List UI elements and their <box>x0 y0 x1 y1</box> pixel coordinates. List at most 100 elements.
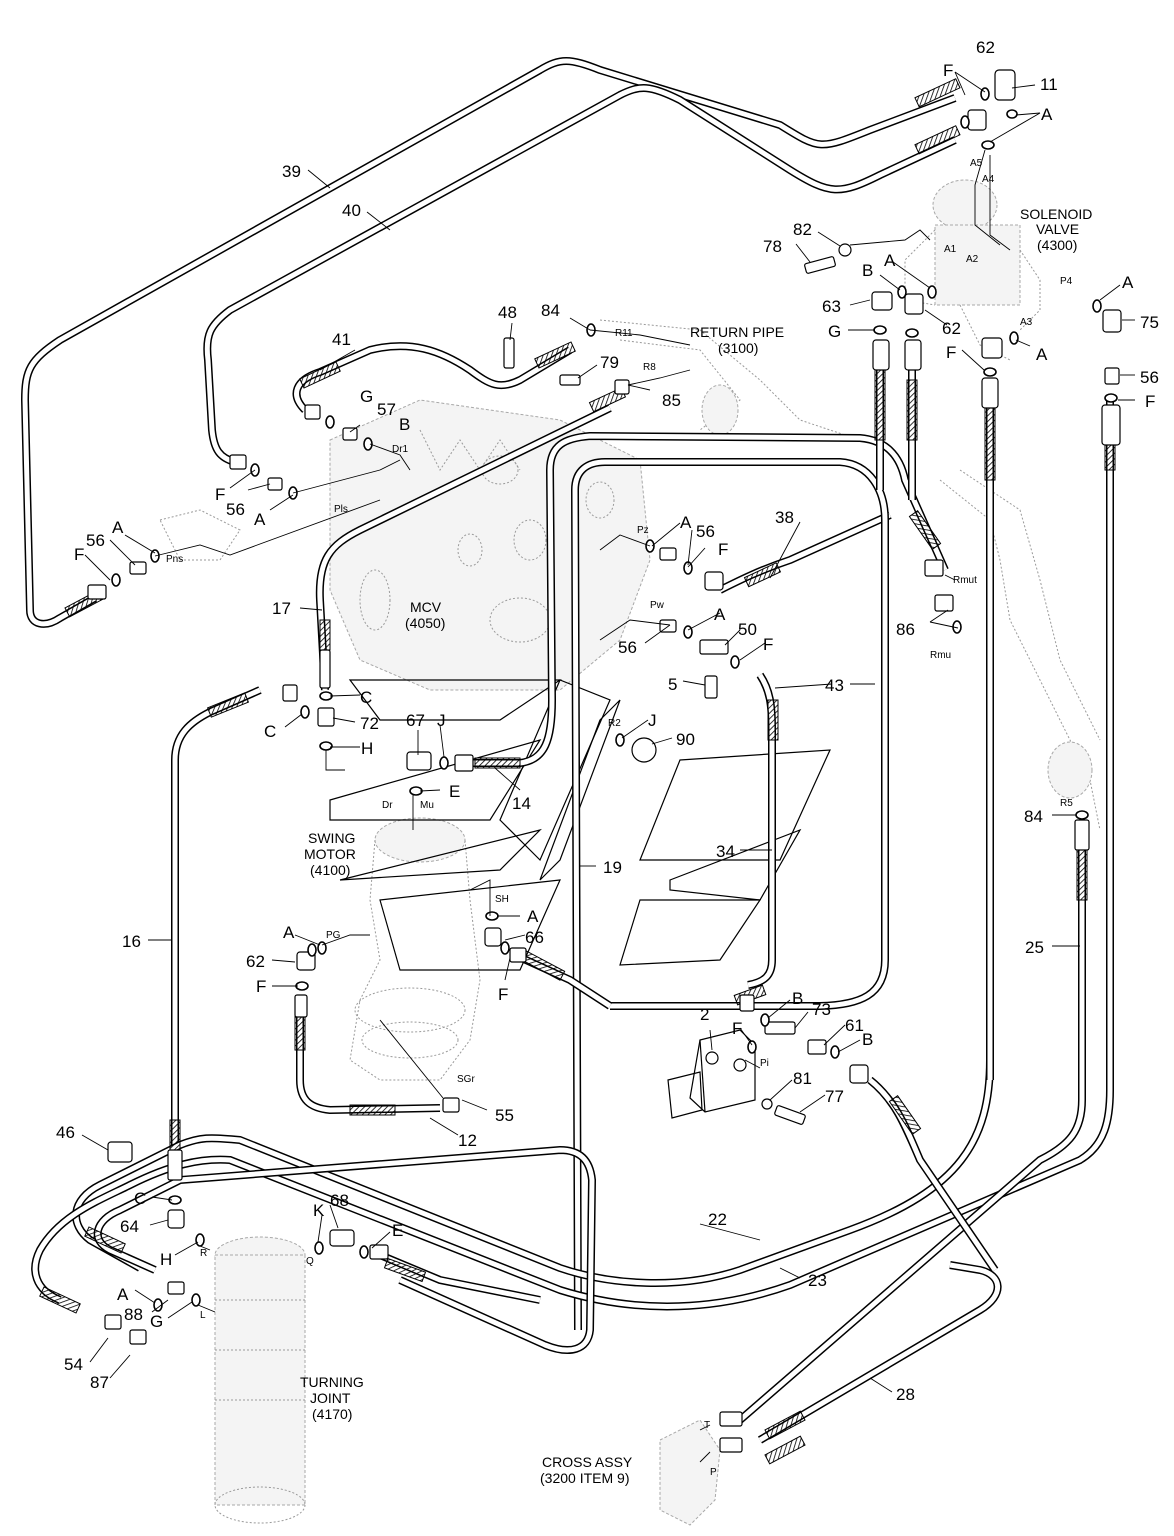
label-72: 72 <box>360 714 379 733</box>
label-84a: 84 <box>541 301 560 320</box>
turning-joint-label: TURNING <box>300 1374 364 1390</box>
port-P4: P4 <box>1060 276 1073 287</box>
letter-A: A <box>117 1285 129 1304</box>
turning-joint-body <box>214 1236 306 1524</box>
solenoid-valve-label: SOLENOID <box>1020 206 1092 222</box>
port-Pz: Pz <box>637 525 649 536</box>
cross-assy-label: (3200 ITEM 9) <box>540 1470 629 1486</box>
letter-A: A <box>254 510 266 529</box>
label-61: 61 <box>845 1016 864 1035</box>
label-50: 50 <box>738 620 757 639</box>
port-A1: A1 <box>944 244 957 255</box>
letter-F: F <box>498 985 508 1004</box>
label-63: 63 <box>822 297 841 316</box>
label-54: 54 <box>64 1355 83 1374</box>
label-64: 64 <box>120 1217 139 1236</box>
port-SH: SH <box>495 894 509 905</box>
letter-A: A <box>283 923 295 942</box>
letter-G: G <box>150 1312 163 1331</box>
return-pipe-label: RETURN PIPE <box>690 324 784 340</box>
port-R: R <box>200 1248 207 1259</box>
label-2: 2 <box>700 1005 709 1024</box>
label-16: 16 <box>122 932 141 951</box>
label-38: 38 <box>775 508 794 527</box>
port-R8: R8 <box>643 362 656 373</box>
label-14: 14 <box>512 794 531 813</box>
solenoid-valve-label: (4300) <box>1037 237 1077 253</box>
label-5: 5 <box>668 675 677 694</box>
mcv-body <box>159 399 651 691</box>
label-34: 34 <box>716 842 735 861</box>
label-56a: 56 <box>1140 368 1159 387</box>
fittings <box>87 69 1122 1453</box>
letter-A: A <box>527 907 539 926</box>
port-PG: PG <box>326 930 341 941</box>
letter-F: F <box>74 545 84 564</box>
port-Q: Q <box>306 1256 314 1267</box>
port-Dr1: Dr1 <box>392 444 409 455</box>
label-78: 78 <box>763 237 782 256</box>
solenoid-valve-label: VALVE <box>1036 221 1079 237</box>
label-79: 79 <box>600 353 619 372</box>
leader-lines <box>81 71 1135 1463</box>
swing-motor-label: MOTOR <box>304 846 356 862</box>
label-41: 41 <box>332 330 351 349</box>
label-81: 81 <box>793 1069 812 1088</box>
letter-E: E <box>449 782 460 801</box>
port-Rmu: Rmu <box>930 650 951 661</box>
solenoid-valve-body <box>904 179 1041 361</box>
letter-A: A <box>680 513 692 532</box>
letter-callouts: F A B A G F A A F G B F A F A F A F A C … <box>74 61 1155 1331</box>
label-75: 75 <box>1140 313 1159 332</box>
label-66: 66 <box>525 928 544 947</box>
port-R5: R5 <box>1060 798 1073 809</box>
label-82: 82 <box>793 220 812 239</box>
letter-H: H <box>361 739 373 758</box>
letter-B: B <box>399 415 410 434</box>
port-T: T <box>704 1420 710 1431</box>
cross-assy-label: CROSS ASSY <box>542 1454 633 1470</box>
letter-F: F <box>946 343 956 362</box>
port-Pw: Pw <box>650 600 665 611</box>
ghost-components <box>159 179 1101 1526</box>
label-55: 55 <box>495 1106 514 1125</box>
label-22: 22 <box>708 1210 727 1229</box>
label-73: 73 <box>812 1000 831 1019</box>
swing-motor-label: (4100) <box>310 862 350 878</box>
port-R11: R11 <box>615 328 633 339</box>
label-25: 25 <box>1025 938 1044 957</box>
label-62: 62 <box>976 38 995 57</box>
label-56c: 56 <box>86 531 105 550</box>
label-46: 46 <box>56 1123 75 1142</box>
cross-assy-body <box>659 1419 721 1526</box>
mcv-label: MCV <box>410 599 442 615</box>
letter-K: K <box>313 1201 325 1220</box>
letter-J: J <box>648 711 657 730</box>
letter-A: A <box>714 605 726 624</box>
letter-A: A <box>1041 105 1053 124</box>
letter-F: F <box>256 977 266 996</box>
letter-B: B <box>862 1030 873 1049</box>
port-A5: A5 <box>970 158 983 169</box>
hose-16 <box>171 686 262 1160</box>
letter-G: G <box>828 322 841 341</box>
letter-B: B <box>862 261 873 280</box>
port-R2: R2 <box>608 718 621 729</box>
port-A4: A4 <box>982 174 995 185</box>
label-87: 87 <box>90 1373 109 1392</box>
label-11: 11 <box>1040 75 1058 94</box>
port-Pi: Pi <box>760 1058 769 1069</box>
label-68: 68 <box>330 1191 349 1210</box>
label-90: 90 <box>676 730 695 749</box>
label-77: 77 <box>825 1087 844 1106</box>
letter-C: C <box>264 722 276 741</box>
port-L: L <box>200 1310 206 1321</box>
letter-H: H <box>160 1250 172 1269</box>
label-56b: 56 <box>226 500 245 519</box>
letter-F: F <box>943 61 953 80</box>
port-labels: A5 A4 A1 A2 A3 P4 R11 R8 Dr1 Pls Pns Pz … <box>166 158 1073 1478</box>
label-19: 19 <box>603 858 622 877</box>
letter-A: A <box>1036 345 1048 364</box>
label-62c: 62 <box>246 952 265 971</box>
